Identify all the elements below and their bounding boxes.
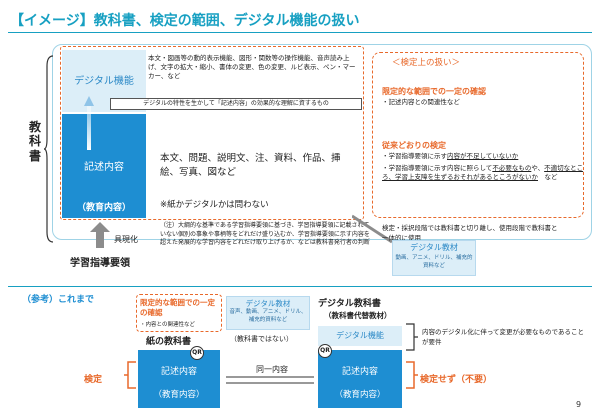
conv-item2-mid: や、 [531, 164, 545, 172]
main-frame [52, 44, 592, 240]
curriculum-guideline-label: 学習指導要領 [70, 258, 130, 269]
page-number: 9 [576, 400, 582, 409]
qr-code-icon-2: QR [318, 344, 332, 358]
digital-material-box [392, 240, 476, 276]
digital-textbook-content-box [318, 350, 402, 408]
paper-textbook-label: 紙の教科書 [146, 337, 192, 347]
equal-lines [226, 376, 314, 384]
guideline-note: （注）大綱的な基準である学習指導要領に基づき、学習指導要領に記載されていない個別… [160, 222, 370, 247]
paper-content-label: 記述内容 [160, 367, 197, 377]
title-divider [8, 32, 592, 33]
conv-item1-underline: 内容が不足していないか [447, 152, 519, 160]
right-bracket-icon [406, 361, 418, 389]
right-bracket-upper-icon [406, 323, 418, 351]
digital-textbook-title: デジタル教科書 [318, 299, 381, 309]
digital-textbook-subtitle: （教科書代替教材） [324, 311, 392, 320]
up-arrow-icon [84, 96, 94, 150]
reference-digital-material-box [226, 296, 310, 330]
connector-line [352, 214, 393, 244]
conv-item2-underline: 不必要なもの [492, 164, 532, 172]
digital-function-label: デジタル機能 [74, 76, 134, 87]
qr-code-icon: QR [190, 346, 204, 360]
reference-limited-title: 限定的な範囲での一定の確認 [140, 298, 215, 317]
conv-item2-pre: ・学習指導要領に示す内容に照らして [382, 164, 493, 172]
inspection-title: ＜検定上の扱い＞ [392, 58, 461, 68]
up-arrow-guideline-icon [90, 222, 110, 248]
digital-textbook-function-label: デジタル機能 [336, 331, 384, 340]
reference-digital-material-description: 音声、動画、アニメ、ドリル、補充的資料など [229, 309, 307, 324]
limited-check-title: 限定的な範囲での一定の確認 [382, 87, 486, 96]
conventional-item-2: ・学習指導要領に示す内容に照らして不必要なものや、不適切なところ、学習上支障を生… [382, 164, 586, 182]
conventional-inspection-title: 従来どおりの検定 [382, 141, 446, 150]
reference-limited-frame [136, 294, 222, 332]
digital-feature-bar: デジタルの特性を生かして「記述内容」の効果的な理解に資するもの [110, 98, 362, 110]
same-content-label: 同一内容 [256, 365, 288, 374]
paper-or-digital-note: ※紙かデジタルかは問わない [160, 200, 269, 210]
textbook-label: 教 科 書 [26, 120, 44, 163]
conv-item1-pre: ・学習指導要領に示す [382, 152, 447, 160]
concretize-label: 具現化 [114, 235, 138, 244]
inspection-frame [372, 52, 584, 218]
conv-item2-underline-2: 不適切なところ、学習上支障を生ずるおそれがあるところがないか [382, 164, 584, 181]
paper-content-box [138, 350, 220, 408]
digital-textbook-function-box [318, 326, 402, 346]
content-description: 本文、問題、説明文、注、資料、作品、挿絵、写真、図など [160, 153, 341, 178]
reference-title: （参考）これまで [22, 295, 95, 305]
digital-material-title: デジタル教材 [410, 243, 458, 252]
inspection-label: 検定 [84, 375, 103, 385]
no-inspection-label: 検定せず（不要） [420, 375, 493, 385]
reference-limited-item: ・内容との関連性など [140, 322, 195, 328]
procedure-note: 検定・採択段階では教科書と切り離し、使用段階で教科書と一体的に使用 [382, 224, 558, 242]
reference-divider [8, 286, 592, 287]
brace-left [44, 55, 54, 243]
digital-textbook-education-label: （教育内容） [334, 390, 386, 400]
limited-check-item: ・記述内容との関連性など [382, 98, 460, 106]
page-title: 【イメージ】教科書、検定の範囲、デジタル機能の扱い [10, 13, 360, 29]
textbook-dashed-frame [60, 46, 364, 220]
not-textbook-note: （教科書ではない） [230, 335, 293, 343]
left-bracket-icon [124, 361, 136, 389]
digital-function-description: 本文・図画等の動的表示機能、図形・関数等の操作機能、音声読み上げ、文字の拡大・縮… [148, 54, 356, 80]
change-requirement-note: 内容のデジタル化に伴って変更が必要なものであることが要件 [422, 328, 584, 346]
textbook-label-text: 教 科 書 [28, 120, 41, 163]
reference-digital-material-title: デジタル教材 [245, 299, 291, 308]
paper-education-label: （教育内容） [153, 390, 205, 400]
content-label: 記述内容 [84, 162, 124, 173]
digital-textbook-content-label: 記述内容 [341, 367, 378, 377]
content-box [62, 114, 146, 218]
conv-item2-post: など [538, 172, 558, 181]
digital-material-description: 動画、アニメ、ドリル、補充的資料など [395, 255, 473, 270]
conventional-item-1: ・学習指導要領に示す内容が不足していないか [382, 152, 518, 161]
education-content-label: （教育内容） [76, 203, 131, 213]
